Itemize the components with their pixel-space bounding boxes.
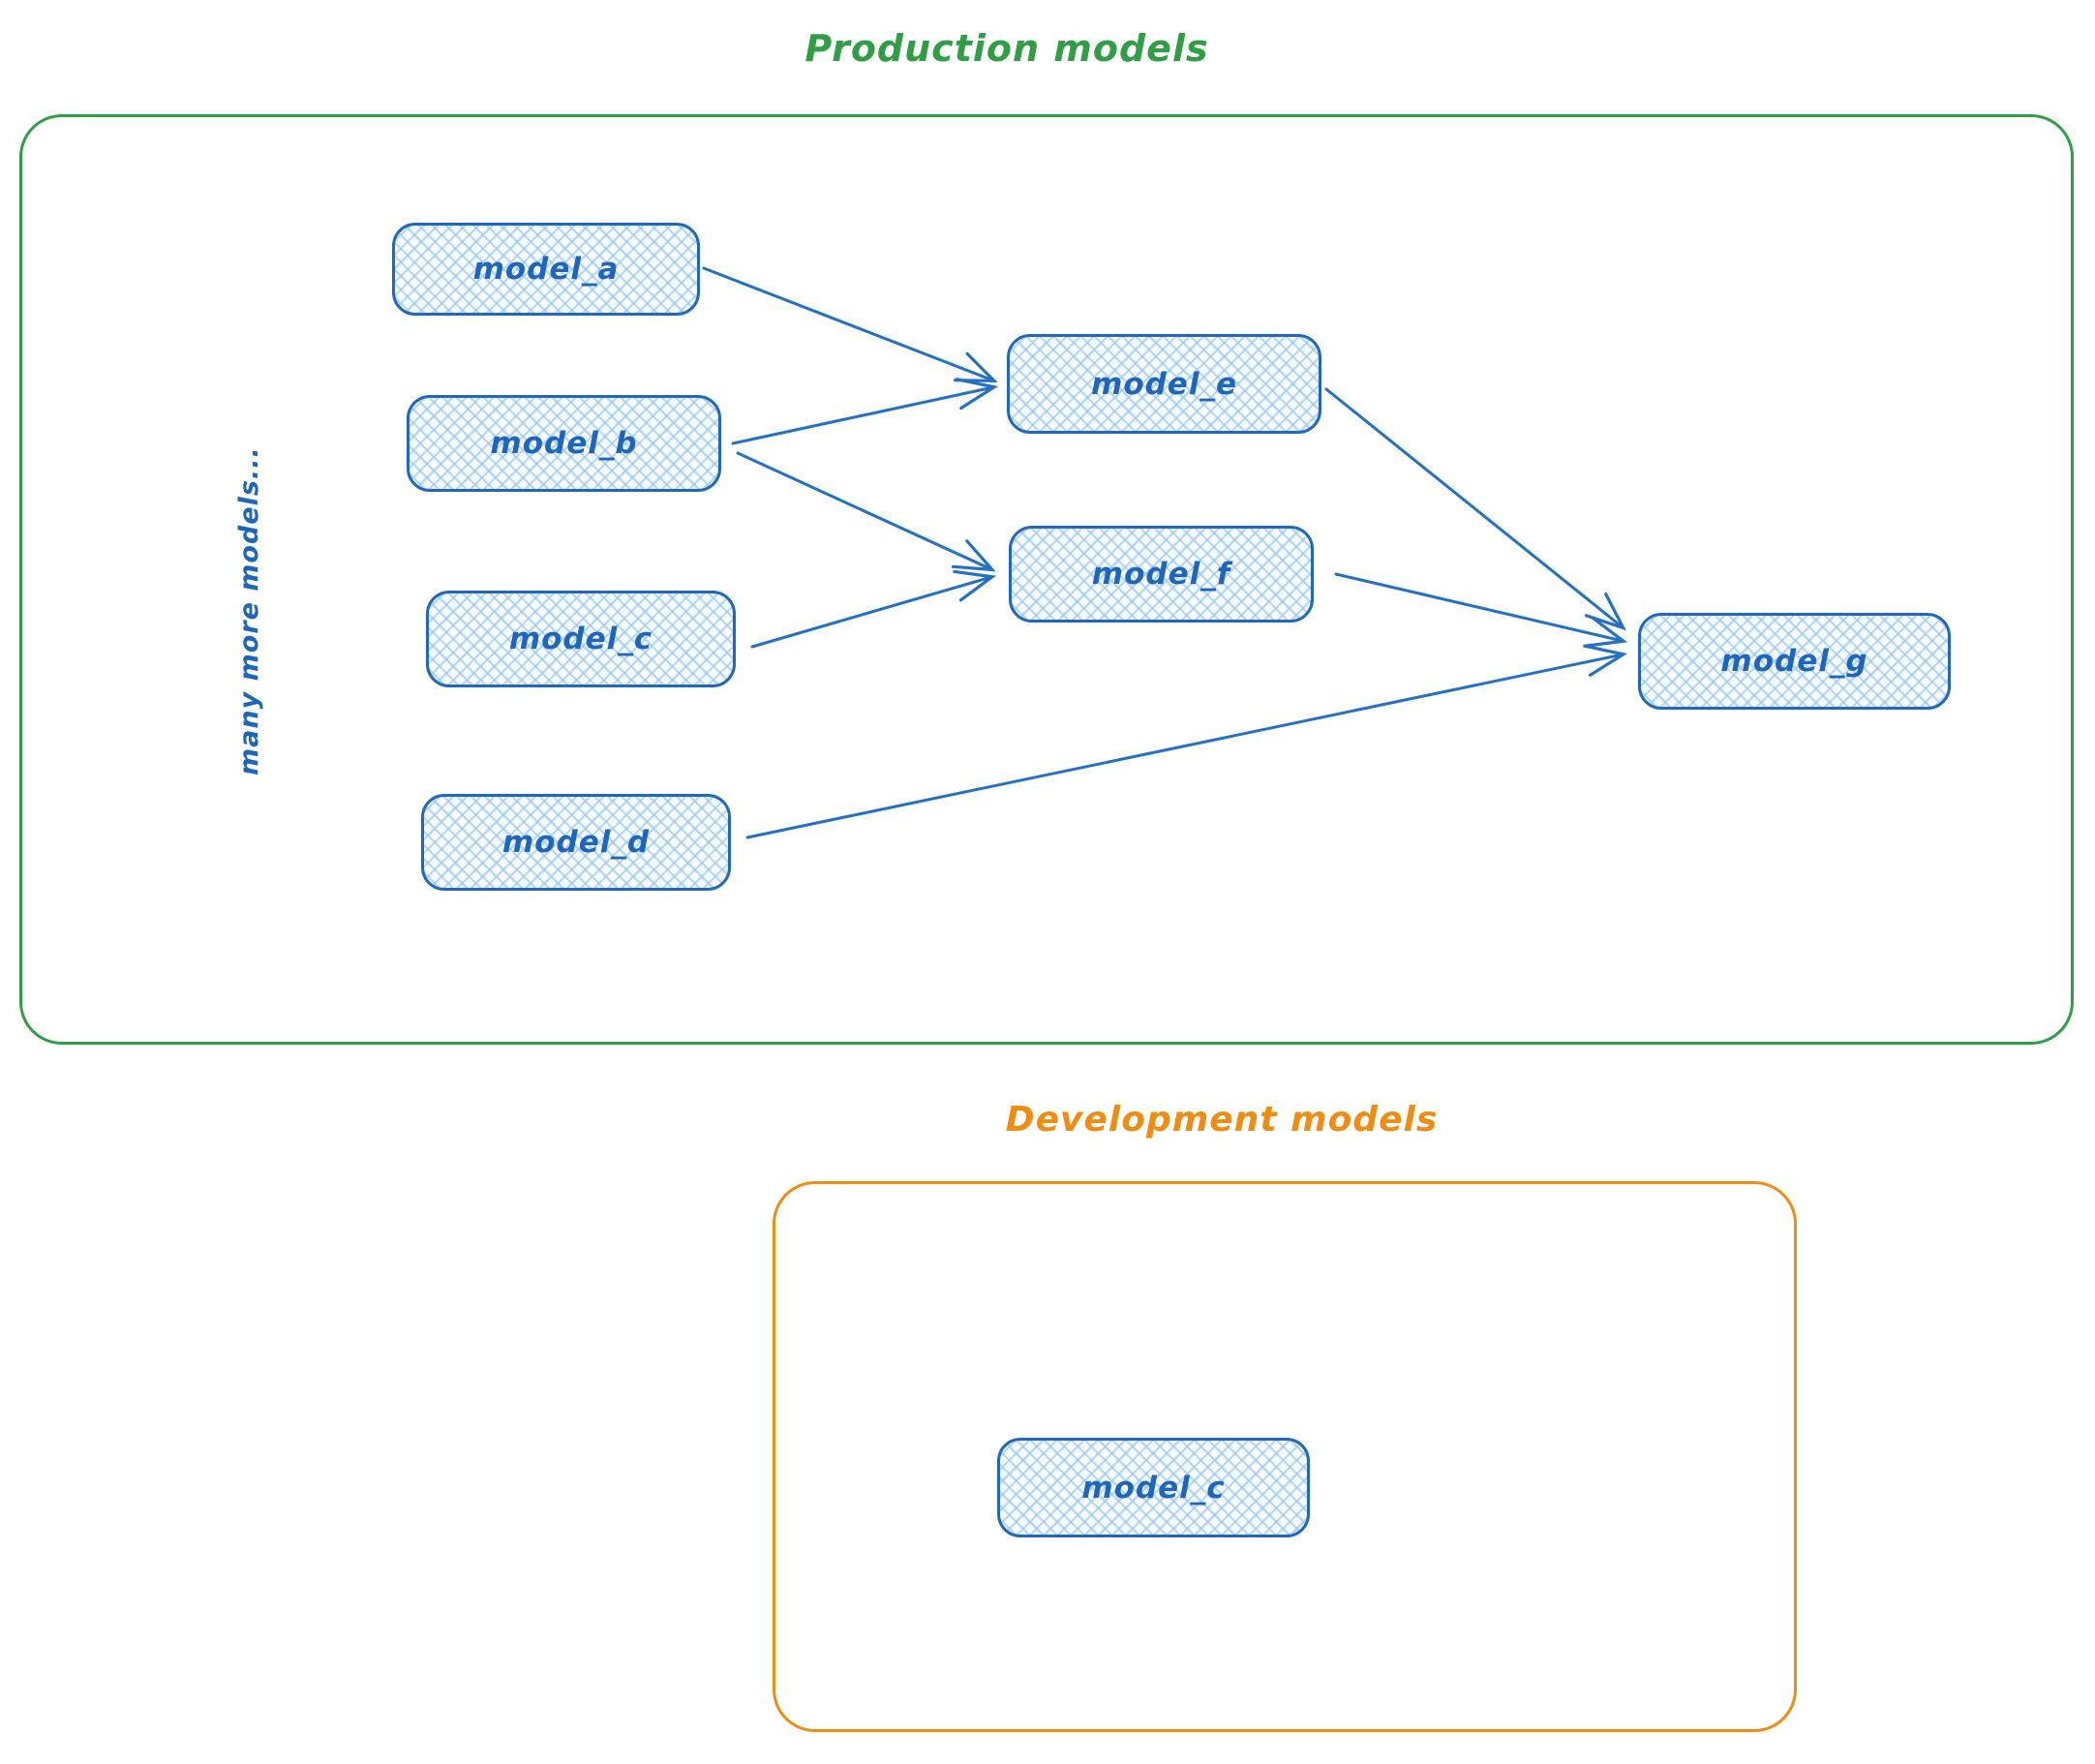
node-model-g: model_g bbox=[1638, 613, 1951, 710]
many-more-models-label: many more models... bbox=[234, 446, 264, 776]
node-model-d: model_d bbox=[421, 794, 731, 891]
node-model-f: model_f bbox=[1009, 526, 1314, 623]
node-model-e: model_e bbox=[1007, 334, 1321, 434]
node-model-a: model_a bbox=[392, 223, 700, 316]
development-frame bbox=[773, 1181, 1797, 1732]
production-frame bbox=[19, 114, 2074, 1045]
development-frame-title: Development models bbox=[1005, 1100, 1439, 1140]
node-model-c: model_c bbox=[426, 591, 736, 687]
node-model-c-dev: model_c bbox=[997, 1438, 1310, 1537]
node-model-b: model_b bbox=[407, 395, 721, 492]
production-frame-title: Production models bbox=[805, 27, 1209, 70]
